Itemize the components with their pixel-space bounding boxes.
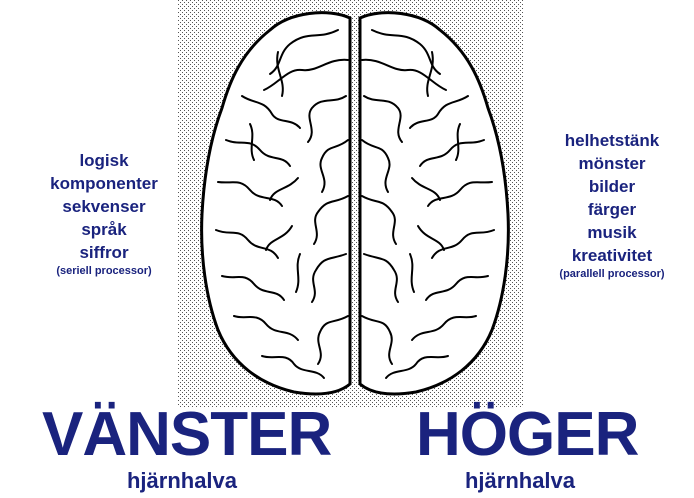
right-trait: färger	[530, 198, 694, 221]
right-hemisphere-title: HÖGER	[416, 404, 626, 466]
left-trait: sekvenser	[0, 195, 208, 218]
right-trait: bilder	[530, 175, 694, 198]
right-trait-list: helhetstänk mönster bilder färger musik …	[530, 129, 694, 282]
right-processor-note: (parallell processor)	[530, 267, 694, 282]
right-trait: mönster	[530, 152, 694, 175]
left-hemisphere-title: VÄNSTER	[42, 404, 314, 466]
left-trait: siffror	[0, 241, 208, 264]
left-trait: logisk	[0, 149, 208, 172]
left-trait-list: logisk komponenter sekvenser språk siffr…	[0, 149, 208, 279]
right-trait: musik	[530, 221, 694, 244]
left-trait: komponenter	[0, 172, 208, 195]
brain-top-view-icon	[178, 0, 524, 408]
right-hemisphere-subtitle: hjärnhalva	[440, 470, 600, 492]
left-trait: språk	[0, 218, 208, 241]
right-trait: kreativitet	[530, 244, 694, 267]
right-trait: helhetstänk	[530, 129, 694, 152]
left-hemisphere-subtitle: hjärnhalva	[102, 470, 262, 492]
left-processor-note: (seriell processor)	[0, 264, 208, 279]
